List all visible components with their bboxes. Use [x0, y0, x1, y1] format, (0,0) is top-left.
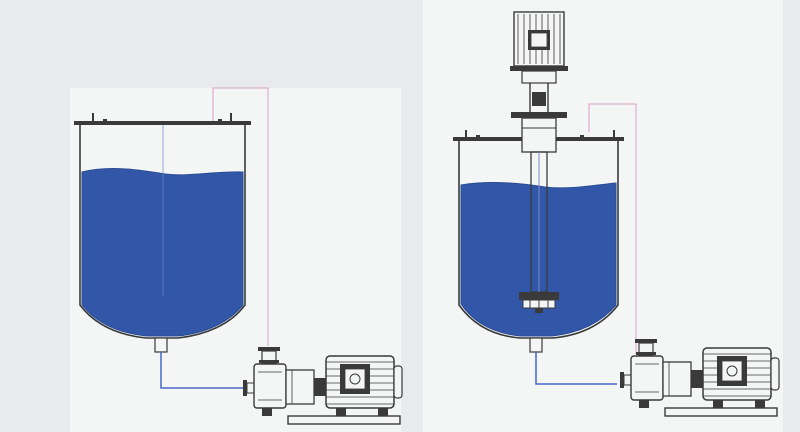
pump-foot [262, 408, 272, 416]
mixer-bracket [521, 70, 557, 84]
pump-foot [639, 400, 649, 408]
suction-flange [620, 372, 624, 388]
lid-bolt [476, 135, 480, 138]
tank-left-lid [74, 121, 251, 125]
discharge-flange-lower [636, 352, 656, 355]
pump-motor-right-icon [620, 339, 780, 417]
mixer-coupling [532, 92, 546, 106]
discharge-flange [635, 339, 657, 343]
vertical-mixer-motor-icon [510, 11, 568, 313]
motor-fan-cover [393, 365, 403, 399]
return-line-right [588, 103, 637, 354]
tank-left [74, 113, 251, 353]
discharge-flange-lower [259, 360, 279, 363]
pump-motor-left-icon [243, 347, 403, 425]
mixer-seal-housing [521, 117, 557, 153]
motor-foot [378, 408, 388, 416]
coupling [314, 378, 326, 396]
bearing-frame [285, 369, 315, 405]
coupling [691, 370, 703, 388]
mixer-rotor-stator [519, 292, 559, 300]
terminal-cover [721, 360, 743, 382]
mixer-motor-flange [510, 66, 568, 71]
suction-pipe-right [535, 352, 617, 385]
terminal-gland [349, 373, 361, 385]
lid-bolt [103, 119, 107, 122]
motor-foot [336, 408, 346, 416]
baseplate [664, 407, 778, 417]
lid-bolt [580, 135, 584, 138]
outlet-right [529, 337, 543, 353]
baseplate [287, 415, 401, 425]
mixer-terminal-cover [530, 32, 548, 48]
motor-foot [755, 400, 765, 408]
outlet-left [154, 337, 168, 353]
bearing-frame [662, 361, 692, 397]
right-system [453, 11, 780, 417]
lid-bolt [218, 119, 222, 122]
terminal-gland [726, 365, 738, 377]
motor-foot [713, 400, 723, 408]
mixer-tip [535, 308, 543, 313]
discharge-flange [258, 347, 280, 351]
left-system [74, 87, 403, 425]
suction-flange [243, 380, 247, 396]
suction-pipe-left [160, 352, 244, 389]
pump-casing [253, 363, 287, 409]
motor-fan-cover [770, 357, 780, 391]
pump-casing [630, 355, 664, 401]
return-line-left [212, 87, 269, 346]
mixer-mount-plate [511, 112, 567, 118]
terminal-cover [344, 368, 366, 390]
